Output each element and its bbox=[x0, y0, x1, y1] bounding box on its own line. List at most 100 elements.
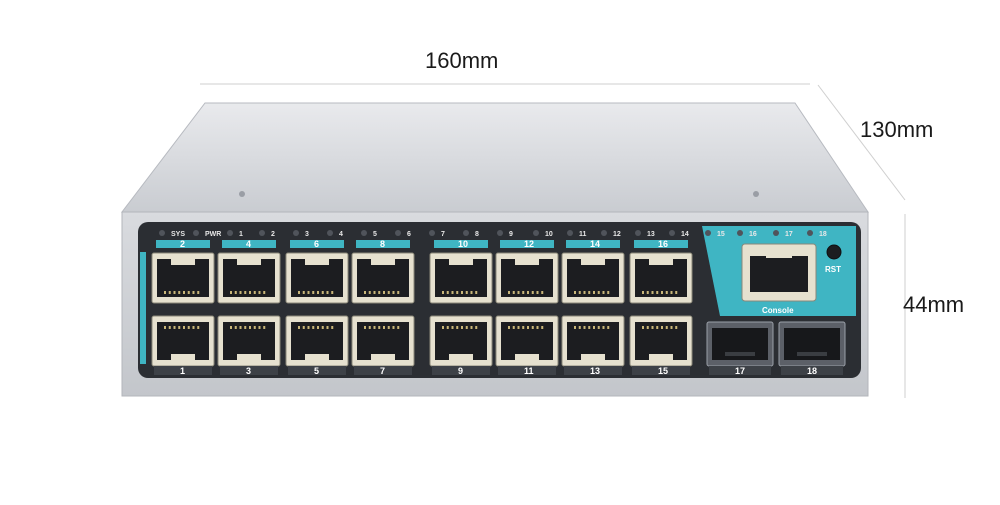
sfp-port[interactable]: 18 bbox=[778, 321, 846, 376]
rj45-port[interactable] bbox=[629, 315, 693, 367]
port-pin bbox=[364, 326, 366, 329]
port-pin bbox=[646, 291, 649, 294]
port-pin bbox=[456, 326, 459, 329]
status-led bbox=[705, 230, 711, 236]
port-pin bbox=[187, 326, 190, 329]
port-pin bbox=[373, 326, 376, 329]
port-pin bbox=[373, 291, 376, 294]
port-pin bbox=[298, 291, 300, 294]
bottom-port-tab bbox=[564, 366, 622, 375]
led-label: 6 bbox=[407, 231, 411, 238]
port-pin bbox=[164, 291, 166, 294]
port-pin bbox=[470, 326, 473, 329]
port-socket bbox=[435, 259, 487, 297]
port-pin bbox=[651, 291, 654, 294]
port-pin bbox=[456, 291, 459, 294]
port-latch-tab bbox=[305, 257, 329, 265]
reset-button[interactable] bbox=[826, 244, 842, 260]
sfp-port[interactable]: 17 bbox=[706, 321, 774, 376]
port-pin bbox=[541, 326, 544, 329]
top-port-number: 2 bbox=[180, 239, 185, 249]
status-led bbox=[227, 230, 233, 236]
port-pin bbox=[461, 291, 463, 294]
port-pin bbox=[451, 326, 454, 329]
rj45-port[interactable] bbox=[285, 252, 349, 304]
port-pin bbox=[651, 326, 654, 329]
status-led bbox=[773, 230, 779, 236]
port-pin bbox=[378, 291, 381, 294]
port-latch-tab bbox=[371, 354, 395, 362]
led-label: 10 bbox=[545, 231, 553, 238]
port-pin bbox=[230, 326, 232, 329]
port-latch-tab bbox=[237, 354, 261, 362]
port-pin bbox=[508, 326, 510, 329]
port-pin bbox=[642, 291, 644, 294]
status-led bbox=[635, 230, 641, 236]
port-pin bbox=[307, 326, 310, 329]
port-pin bbox=[470, 291, 473, 294]
rj45-port[interactable] bbox=[285, 315, 349, 367]
port-pin bbox=[397, 326, 400, 329]
bottom-port-tab bbox=[432, 366, 490, 375]
rj45-port[interactable] bbox=[429, 315, 493, 367]
rj45-port[interactable] bbox=[495, 252, 559, 304]
rj45-port[interactable] bbox=[629, 252, 693, 304]
port-pin bbox=[312, 326, 315, 329]
status-led bbox=[807, 230, 813, 236]
top-port-tab bbox=[290, 240, 344, 248]
bottom-port-number: 13 bbox=[590, 366, 600, 376]
port-socket bbox=[291, 259, 343, 297]
port-pin bbox=[302, 326, 305, 329]
sfp-port-number: 17 bbox=[735, 366, 745, 376]
port-pin bbox=[302, 291, 305, 294]
port-pin bbox=[593, 291, 595, 294]
led-label: 15 bbox=[717, 231, 725, 238]
width-dimension-label: 160mm bbox=[425, 48, 499, 73]
top-port-number: 8 bbox=[380, 239, 385, 249]
led-label: 12 bbox=[613, 231, 621, 238]
top-port-tab bbox=[500, 240, 554, 248]
led-label: 18 bbox=[819, 231, 827, 238]
port-pin bbox=[593, 326, 595, 329]
led-label: 8 bbox=[475, 231, 479, 238]
port-pin bbox=[178, 326, 181, 329]
status-led bbox=[361, 230, 367, 236]
top-port-row bbox=[151, 252, 693, 304]
port-pin bbox=[442, 326, 444, 329]
port-pin bbox=[574, 326, 576, 329]
led-label: 2 bbox=[271, 231, 275, 238]
rj45-port[interactable] bbox=[429, 252, 493, 304]
port-pin bbox=[465, 291, 468, 294]
rj45-port[interactable] bbox=[351, 315, 415, 367]
rj45-port[interactable] bbox=[495, 315, 559, 367]
rj45-port[interactable] bbox=[217, 315, 281, 367]
port-pin bbox=[317, 291, 319, 294]
rj45-port[interactable] bbox=[217, 252, 281, 304]
rj45-port[interactable] bbox=[561, 252, 625, 304]
port-pin bbox=[642, 326, 644, 329]
rj45-port[interactable] bbox=[151, 315, 215, 367]
port-pin bbox=[461, 326, 463, 329]
port-pin bbox=[602, 291, 605, 294]
rj45-port[interactable] bbox=[561, 315, 625, 367]
bottom-port-number: 3 bbox=[246, 366, 251, 376]
rj45-port[interactable] bbox=[351, 252, 415, 304]
port-pin bbox=[522, 291, 525, 294]
lid-screw bbox=[753, 191, 759, 197]
top-port-number: 16 bbox=[658, 239, 668, 249]
port-latch-tab bbox=[305, 354, 329, 362]
port-latch-tab bbox=[515, 354, 539, 362]
port-pin bbox=[249, 326, 251, 329]
led-label: 16 bbox=[749, 231, 757, 238]
top-port-tab bbox=[434, 240, 488, 248]
sfp-port-number: 18 bbox=[807, 366, 817, 376]
port-pin bbox=[578, 326, 581, 329]
top-port-number: 6 bbox=[314, 239, 319, 249]
port-socket bbox=[567, 259, 619, 297]
led-label: 7 bbox=[441, 231, 445, 238]
rj45-port[interactable] bbox=[151, 252, 215, 304]
